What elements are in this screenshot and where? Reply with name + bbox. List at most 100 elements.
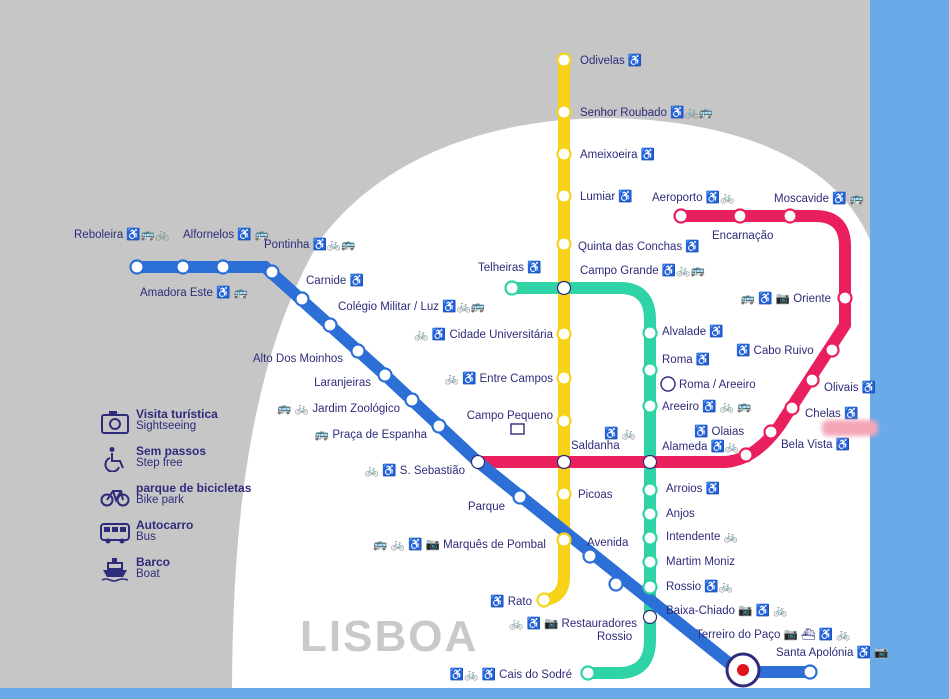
station-lumiar[interactable]: [556, 188, 572, 204]
red-stations: [673, 208, 853, 463]
label-anjos: Anjos: [666, 508, 695, 520]
station-intendente[interactable]: [642, 530, 658, 546]
label-quinta-conchas: Quinta das Conchas ♿: [578, 239, 700, 253]
station-encarnacao[interactable]: [732, 208, 748, 224]
station-parque[interactable]: [512, 489, 528, 505]
station-picoas[interactable]: [556, 486, 572, 502]
station-alfornelos[interactable]: [215, 259, 231, 275]
redacted-area: [822, 420, 878, 436]
station-alvalade[interactable]: [642, 325, 658, 341]
boat-icon: [98, 556, 132, 584]
station-labels: Odivelas ♿ Senhor Roubado ♿🚲🚌 Ameixoeira…: [74, 53, 888, 681]
label-chelas: Chelas ♿: [805, 406, 858, 420]
station-arroios[interactable]: [642, 482, 658, 498]
station-rato[interactable]: [536, 592, 552, 608]
station-reboleira[interactable]: [129, 259, 145, 275]
label-s-sebastiao: 🚲 ♿ S. Sebastião: [365, 463, 465, 477]
station-laranjeiras[interactable]: [377, 367, 393, 383]
station-chelas[interactable]: [784, 400, 800, 416]
station-saldanha[interactable]: [556, 454, 572, 470]
label-carnide: Carnide ♿: [306, 273, 364, 287]
station-jardim-zoologico[interactable]: [404, 392, 420, 408]
city-area: [232, 118, 870, 699]
label-ameixoeira: Ameixoeira ♿: [580, 147, 655, 161]
station-avenida[interactable]: [582, 548, 598, 564]
station-cabo-ruivo[interactable]: [824, 342, 840, 358]
label-moscavide: Moscavide ♿ 🚌: [774, 191, 865, 205]
legend-title: Autocarro: [136, 518, 194, 532]
station-amadora-este[interactable]: [175, 259, 191, 275]
station-cidade-universitaria[interactable]: [556, 326, 572, 342]
label-cabo-ruivo: ♿ Cabo Ruivo: [736, 343, 814, 357]
station-roma-areeiro-interchange[interactable]: [660, 376, 676, 392]
label-roma: Roma ♿: [662, 352, 710, 366]
station-s-sebastiao[interactable]: [470, 454, 486, 470]
station-rossio-green[interactable]: [642, 579, 658, 595]
station-restauradores[interactable]: [608, 576, 624, 592]
station-areeiro[interactable]: [642, 398, 658, 414]
station-campo-pequeno[interactable]: [556, 413, 572, 429]
label-parque: Parque: [468, 501, 505, 513]
station-martim-moniz[interactable]: [642, 554, 658, 570]
station-entre-campos[interactable]: [556, 370, 572, 386]
station-aeroporto[interactable]: [673, 208, 689, 224]
station-alameda[interactable]: [642, 454, 658, 470]
station-campo-grande[interactable]: [556, 280, 572, 296]
legend-subtitle: Step free: [136, 457, 183, 469]
station-marques-pombal[interactable]: [556, 532, 572, 548]
label-praca-espanha: 🚌 Praça de Espanha: [315, 429, 428, 441]
label-baixa-chiado: Baixa-Chiado 📷 ♿ 🚲: [666, 603, 788, 617]
legend-title: Sem passos: [136, 444, 207, 458]
station-senhor-roubado[interactable]: [556, 104, 572, 120]
label-marques-pombal: 🚌 🚲 ♿ 📷 Marquês de Pombal: [373, 537, 546, 551]
station-cais-sodre[interactable]: [580, 665, 596, 681]
current-location-marker: [737, 664, 749, 676]
label-reboleira: Reboleira ♿🚌🚲: [74, 227, 169, 241]
label-lumiar: Lumiar ♿: [580, 189, 633, 203]
label-alvalade: Alvalade ♿: [662, 324, 724, 338]
label-roma-areeiro: Roma / Areeiro: [679, 379, 756, 391]
legend-title: Barco: [136, 555, 171, 569]
station-praca-espanha[interactable]: [431, 418, 447, 434]
legend-item-bike-park: parque de bicicletas Bike park: [98, 482, 298, 510]
interchanges: [470, 280, 658, 625]
station-colegio-militar[interactable]: [322, 317, 338, 333]
station-roma[interactable]: [642, 362, 658, 378]
label-saldanha: Saldanha: [571, 440, 620, 452]
legend: Visita turística Sightseeing Sem passos …: [98, 408, 298, 593]
label-cidade-universitaria: 🚲 ♿ Cidade Universitária: [414, 327, 553, 341]
station-olivais[interactable]: [804, 372, 820, 388]
station-baixa-chiado[interactable]: [642, 609, 658, 625]
station-anjos[interactable]: [642, 506, 658, 522]
label-picoas: Picoas: [578, 489, 613, 501]
legend-item-boat: Barco Boat: [98, 556, 298, 584]
station-carnide[interactable]: [294, 291, 310, 307]
station-odivelas[interactable]: [556, 52, 572, 68]
label-martim-moniz: Martim Moniz: [666, 556, 735, 568]
station-telheiras[interactable]: [504, 280, 520, 296]
station-pontinha[interactable]: [264, 264, 280, 280]
label-arroios: Arroios ♿: [666, 481, 720, 495]
label-campo-grande: Campo Grande ♿🚲🚌: [580, 263, 705, 277]
station-bela-vista[interactable]: [763, 424, 779, 440]
label-santa-apolonia: Santa Apolónia ♿ 📷: [776, 645, 888, 659]
label-oriente: 🚌 ♿ 📷 Oriente: [741, 291, 831, 305]
station-quinta-conchas[interactable]: [556, 236, 572, 252]
station-alto-moinhos[interactable]: [350, 343, 366, 359]
label-alfornelos: Alfornelos ♿ 🚌: [183, 227, 270, 241]
legend-item-bus: Autocarro Bus: [98, 519, 298, 547]
label-campo-pequeno: Campo Pequeno: [467, 410, 553, 422]
label-laranjeiras: Laranjeiras: [314, 377, 371, 389]
station-oriente[interactable]: [837, 290, 853, 306]
label-areeiro: Areeiro ♿ 🚲 🚌: [662, 399, 752, 413]
station-santa-apolonia[interactable]: [802, 664, 818, 680]
bus-icon: [98, 519, 132, 547]
city-label: LISBOA: [300, 612, 479, 661]
legend-title: parque de bicicletas: [136, 481, 252, 495]
legend-item-sightseeing: Visita turística Sightseeing: [98, 408, 298, 436]
station-ameixoeira[interactable]: [556, 146, 572, 162]
label-encarnacao: Encarnação: [712, 230, 773, 242]
station-moscavide[interactable]: [782, 208, 798, 224]
station-olaias[interactable]: [738, 447, 754, 463]
